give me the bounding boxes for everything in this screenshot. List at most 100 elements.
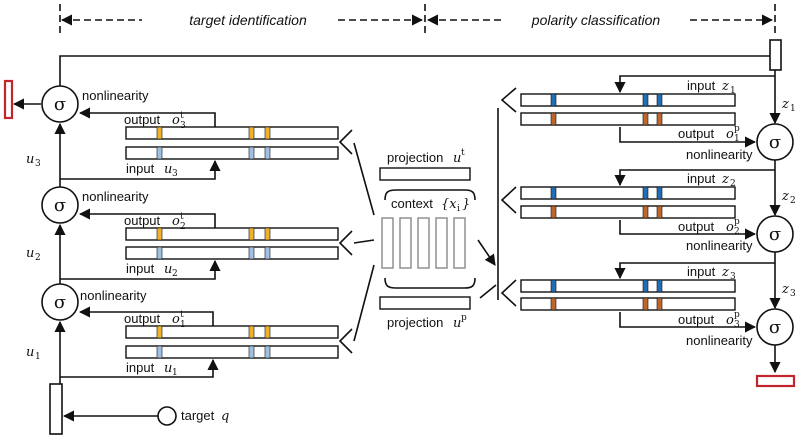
arrow-z-to-input: [614, 262, 775, 280]
svg-text:3: 3: [172, 169, 178, 179]
svg-text:1: 1: [734, 134, 740, 144]
output-vector-o2t: [125, 227, 339, 241]
svg-text:u: u: [164, 162, 172, 177]
attention-bracket: [500, 186, 517, 214]
memory-cell: [264, 227, 271, 241]
memory-cell: [656, 112, 663, 126]
sigma-symbol: σ: [769, 317, 781, 338]
arrow-u-to-input: [60, 358, 219, 378]
nonlinearity-label: nonlinearity: [82, 88, 149, 103]
projection-up-vector: [379, 296, 471, 310]
target-node: [157, 406, 177, 426]
memory-cell: [656, 205, 663, 219]
projection-ut-vector: [379, 167, 471, 181]
memory-cell: [550, 186, 557, 200]
input-vector-z3: [520, 279, 736, 293]
svg-text:}: }: [462, 197, 470, 212]
svg-text:projection: projection: [387, 150, 443, 165]
svg-text:z: z: [781, 189, 789, 204]
svg-text:1: 1: [730, 86, 736, 96]
svg-text:output: output: [124, 112, 161, 127]
output-vector-o2p: [520, 205, 736, 219]
fan-line: [353, 264, 375, 342]
output-vector-o3p: [520, 297, 736, 311]
svg-text:output: output: [678, 126, 715, 141]
svg-text:u: u: [164, 361, 172, 376]
svg-text:u: u: [26, 345, 34, 360]
svg-text:u: u: [453, 151, 461, 166]
svg-text:2: 2: [35, 253, 41, 263]
svg-text:output: output: [124, 311, 161, 326]
svg-text:z: z: [781, 97, 789, 112]
sigma-symbol: σ: [54, 195, 66, 216]
svg-text:input: input: [687, 78, 716, 93]
polarity-classification-label: polarity classification: [531, 12, 661, 28]
svg-text:p: p: [734, 124, 740, 134]
svg-text:t: t: [461, 148, 465, 158]
arrow-output-to-sigma: [78, 107, 216, 127]
svg-text:input: input: [126, 261, 155, 276]
svg-text:1: 1: [790, 104, 796, 114]
arrow-z-to-input: [614, 169, 775, 187]
svg-text:2: 2: [730, 179, 736, 189]
connector-line: [59, 55, 775, 90]
arrow-output-to-sigma: [619, 127, 757, 148]
input-vector-u3: [125, 146, 339, 160]
fan-line: [353, 142, 375, 216]
nonlinearity-label: nonlinearity: [80, 288, 147, 303]
arrow-u-to-input: [60, 259, 221, 280]
memory-cell: [248, 325, 255, 339]
output-vector-o1t: [125, 325, 339, 339]
highlighted-memory-cells: [156, 93, 663, 359]
target-identification-label: target identification: [189, 12, 307, 28]
memory-cell: [550, 205, 557, 219]
memory-cell: [642, 279, 649, 293]
svg-text:3: 3: [35, 159, 41, 169]
svg-text:3: 3: [790, 289, 796, 299]
sigma-symbol: σ: [769, 224, 781, 245]
memory-cell: [656, 93, 663, 107]
svg-text:o: o: [172, 214, 180, 229]
memory-cell: [248, 146, 255, 160]
memory-cell: [156, 246, 163, 260]
nonlinearity-label: nonlinearity: [686, 147, 753, 162]
target-output-vector: [3, 79, 14, 120]
memory-cell: [656, 279, 663, 293]
polarity-output-vector: [755, 374, 796, 388]
arrow-output-to-sigma: [78, 306, 214, 326]
svg-text:1: 1: [172, 368, 178, 378]
arrow-output-to-sigma: [619, 220, 757, 240]
context-word-vector: [417, 217, 430, 269]
svg-text:1: 1: [35, 352, 41, 362]
svg-text:3: 3: [180, 121, 186, 131]
svg-text:3: 3: [734, 320, 740, 330]
fan-arrow: [477, 239, 496, 266]
left-sigma-1: σ: [41, 283, 79, 321]
svg-text:input: input: [687, 264, 716, 279]
target-vector: [49, 383, 63, 435]
memory-cell: [642, 297, 649, 311]
svg-text:1: 1: [180, 320, 186, 330]
svg-text:z: z: [781, 282, 789, 297]
svg-text:target: target: [181, 408, 215, 423]
arrow-output-to-sigma: [78, 208, 216, 228]
memory-cell: [550, 297, 557, 311]
svg-text:o: o: [726, 220, 734, 235]
svg-text:u: u: [164, 262, 172, 277]
svg-text:t: t: [180, 212, 184, 222]
attention-bracket: [500, 87, 517, 113]
memory-cell: [642, 112, 649, 126]
